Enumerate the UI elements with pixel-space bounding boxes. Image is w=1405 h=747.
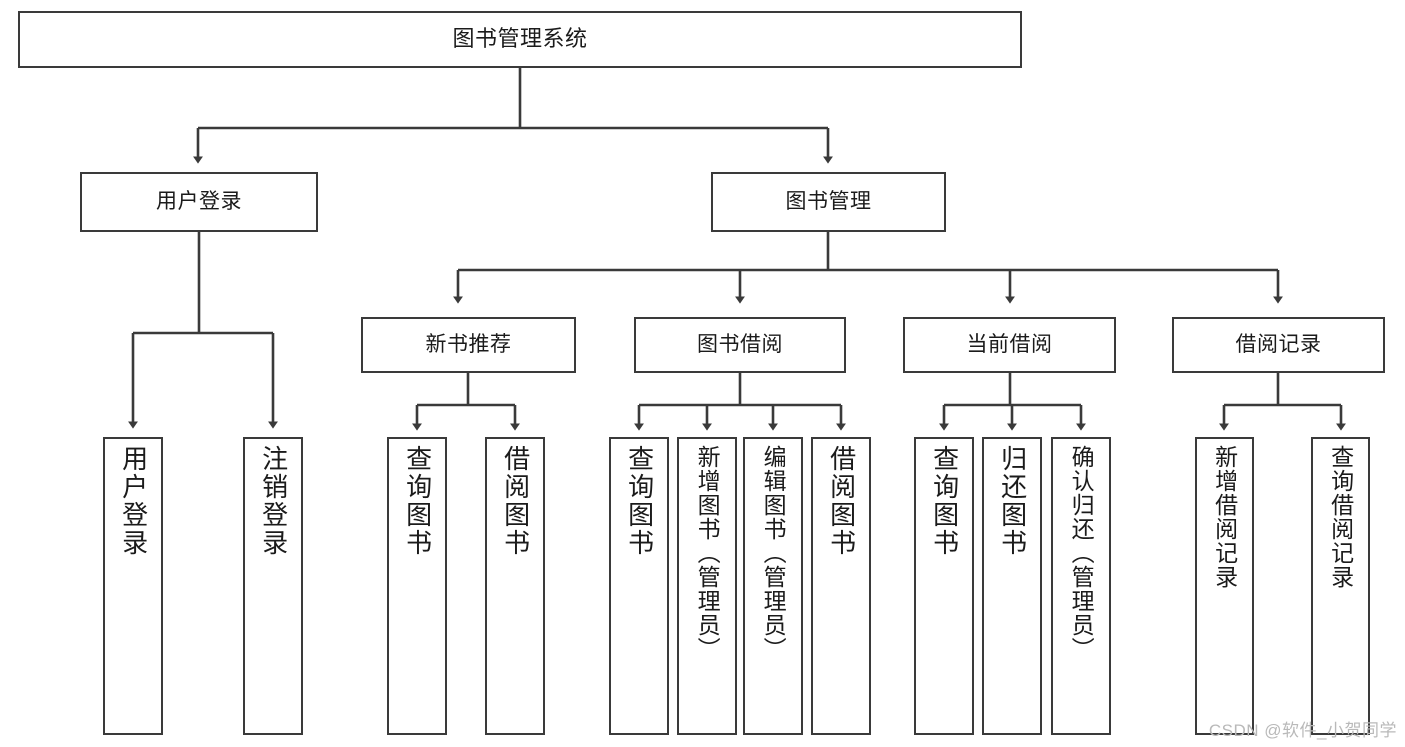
leaf-borrow-record-query-record[interactable]: 查询借阅记录 — [1311, 437, 1370, 735]
leaf-book-borrow-edit-book-admin[interactable]: 编辑图书（管理员） — [743, 437, 803, 735]
node-label: 确认归还（管理员） — [1068, 445, 1095, 661]
node-new-book-recommend[interactable]: 新书推荐 — [361, 317, 576, 373]
leaf-new-book-borrow-book[interactable]: 借阅图书 — [485, 437, 545, 735]
node-label: 查询图书 — [402, 445, 433, 557]
node-label: 查询图书 — [929, 445, 960, 557]
node-book-management[interactable]: 图书管理 — [711, 172, 946, 232]
node-label: 归还图书 — [997, 445, 1028, 557]
leaf-current-borrow-confirm-return-admin[interactable]: 确认归还（管理员） — [1051, 437, 1111, 735]
node-label: 图书借阅 — [697, 333, 783, 357]
node-label: 借阅记录 — [1235, 333, 1322, 357]
node-label: 借阅图书 — [826, 445, 857, 557]
node-label: 当前借阅 — [966, 333, 1053, 357]
leaf-borrow-record-add-record[interactable]: 新增借阅记录 — [1195, 437, 1254, 735]
node-label: 新增借阅记录 — [1211, 445, 1238, 589]
leaf-user-login-login[interactable]: 用户登录 — [103, 437, 163, 735]
leaf-new-book-query-book[interactable]: 查询图书 — [387, 437, 447, 735]
node-label: 用户登录 — [118, 445, 149, 557]
node-current-borrow[interactable]: 当前借阅 — [903, 317, 1116, 373]
node-label: 新增图书（管理员） — [694, 445, 721, 661]
leaf-book-borrow-query-book[interactable]: 查询图书 — [609, 437, 669, 735]
node-label: 用户登录 — [156, 190, 242, 214]
node-label: 图书管理 — [785, 190, 872, 214]
leaf-book-borrow-borrow-book[interactable]: 借阅图书 — [811, 437, 871, 735]
node-label: 查询借阅记录 — [1327, 445, 1354, 589]
node-borrow-record[interactable]: 借阅记录 — [1172, 317, 1385, 373]
node-label: 查询图书 — [624, 445, 655, 557]
leaf-book-borrow-add-book-admin[interactable]: 新增图书（管理员） — [677, 437, 737, 735]
node-label: 图书管理系统 — [452, 26, 588, 52]
node-label: 新书推荐 — [425, 333, 512, 357]
node-label: 借阅图书 — [500, 445, 531, 557]
node-book-borrow[interactable]: 图书借阅 — [634, 317, 846, 373]
node-label: 注销登录 — [258, 445, 289, 557]
node-label: 编辑图书（管理员） — [760, 445, 787, 661]
node-root-book-management-system[interactable]: 图书管理系统 — [18, 11, 1022, 68]
leaf-current-borrow-return-book[interactable]: 归还图书 — [982, 437, 1042, 735]
node-user-login[interactable]: 用户登录 — [80, 172, 318, 232]
leaf-user-login-logout[interactable]: 注销登录 — [243, 437, 303, 735]
leaf-current-borrow-query-book[interactable]: 查询图书 — [914, 437, 974, 735]
